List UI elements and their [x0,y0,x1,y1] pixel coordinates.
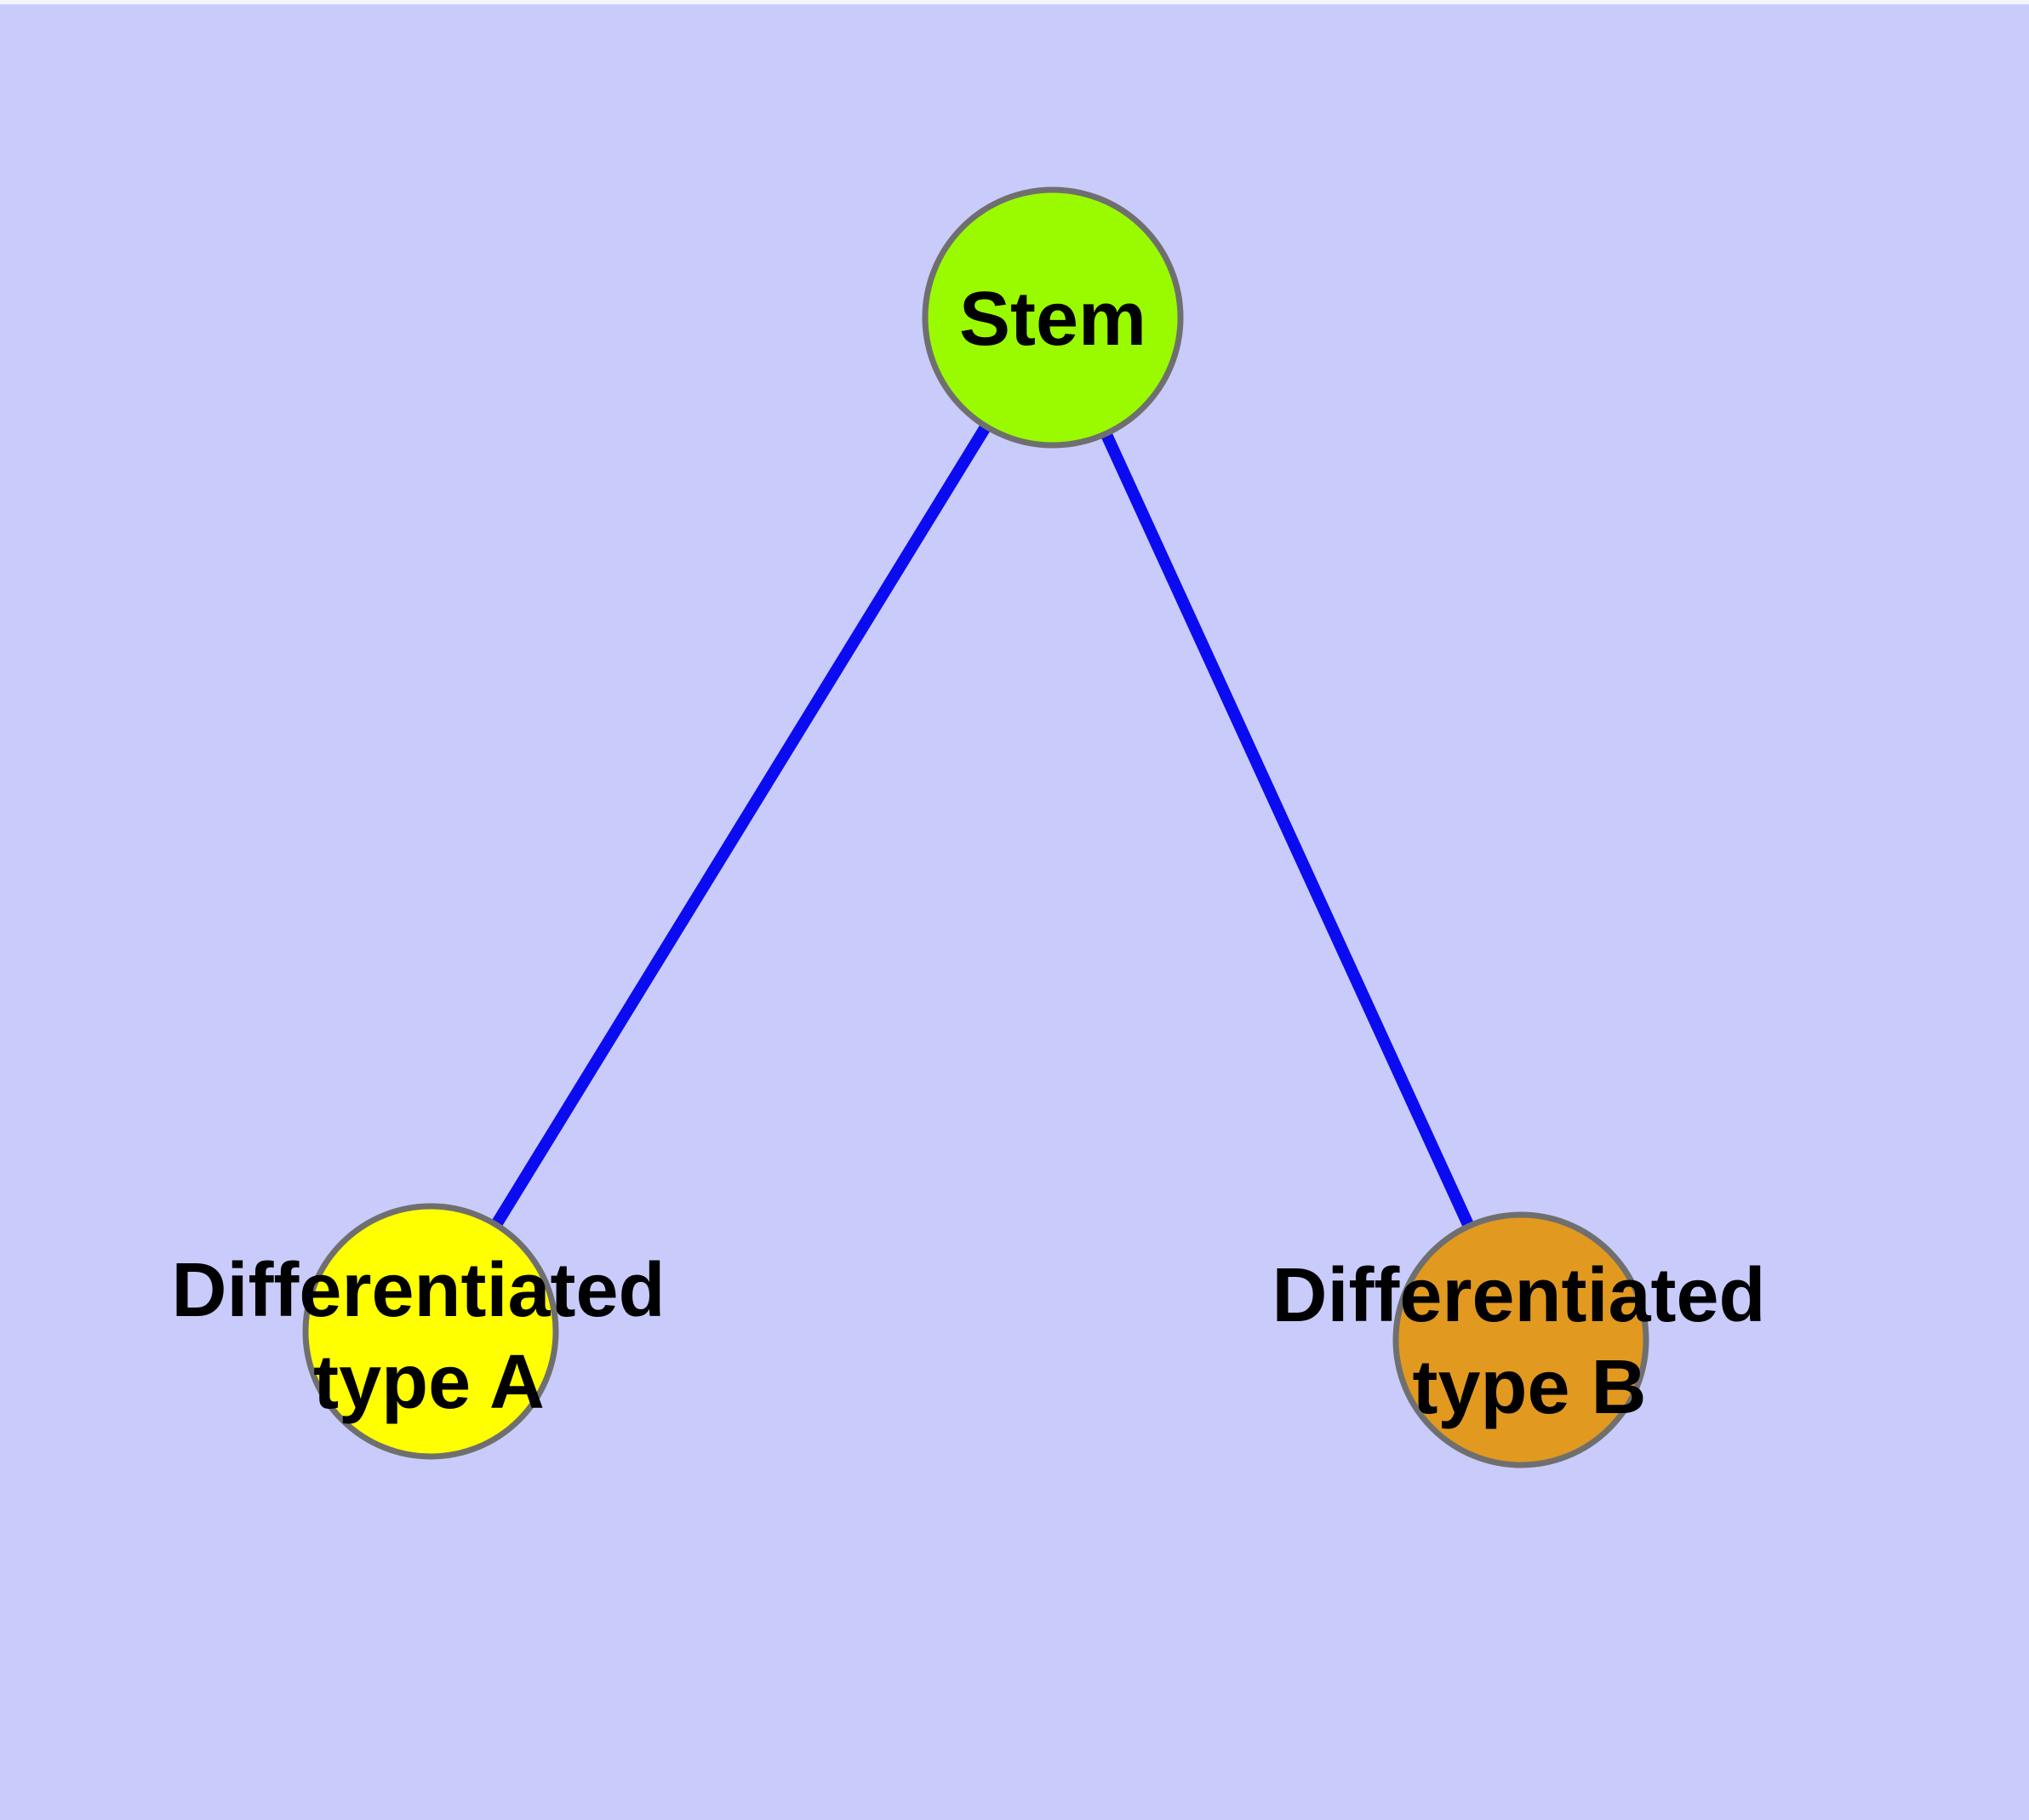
edge-stem-to-type-b [1047,315,1527,1342]
node-differentiated-type-a[interactable] [302,1203,559,1460]
edge-stem-to-type-a [426,314,1058,1335]
type-b-label-line-2: type B [1412,1345,1646,1430]
node-differentiated-type-b-label: Differentiated type B [1272,1253,1786,1430]
node-stem-label: Stem [959,277,1146,362]
top-margin-strip [0,0,2029,4]
node-differentiated-type-b[interactable] [1392,1211,1649,1468]
node-stem[interactable] [922,186,1184,449]
node-differentiated-type-a-label: Differentiated type A [171,1248,686,1425]
type-a-label-line-1: Differentiated [171,1248,665,1333]
type-a-label-line-2: type A [313,1340,545,1425]
type-b-label-line-1: Differentiated [1272,1253,1765,1338]
